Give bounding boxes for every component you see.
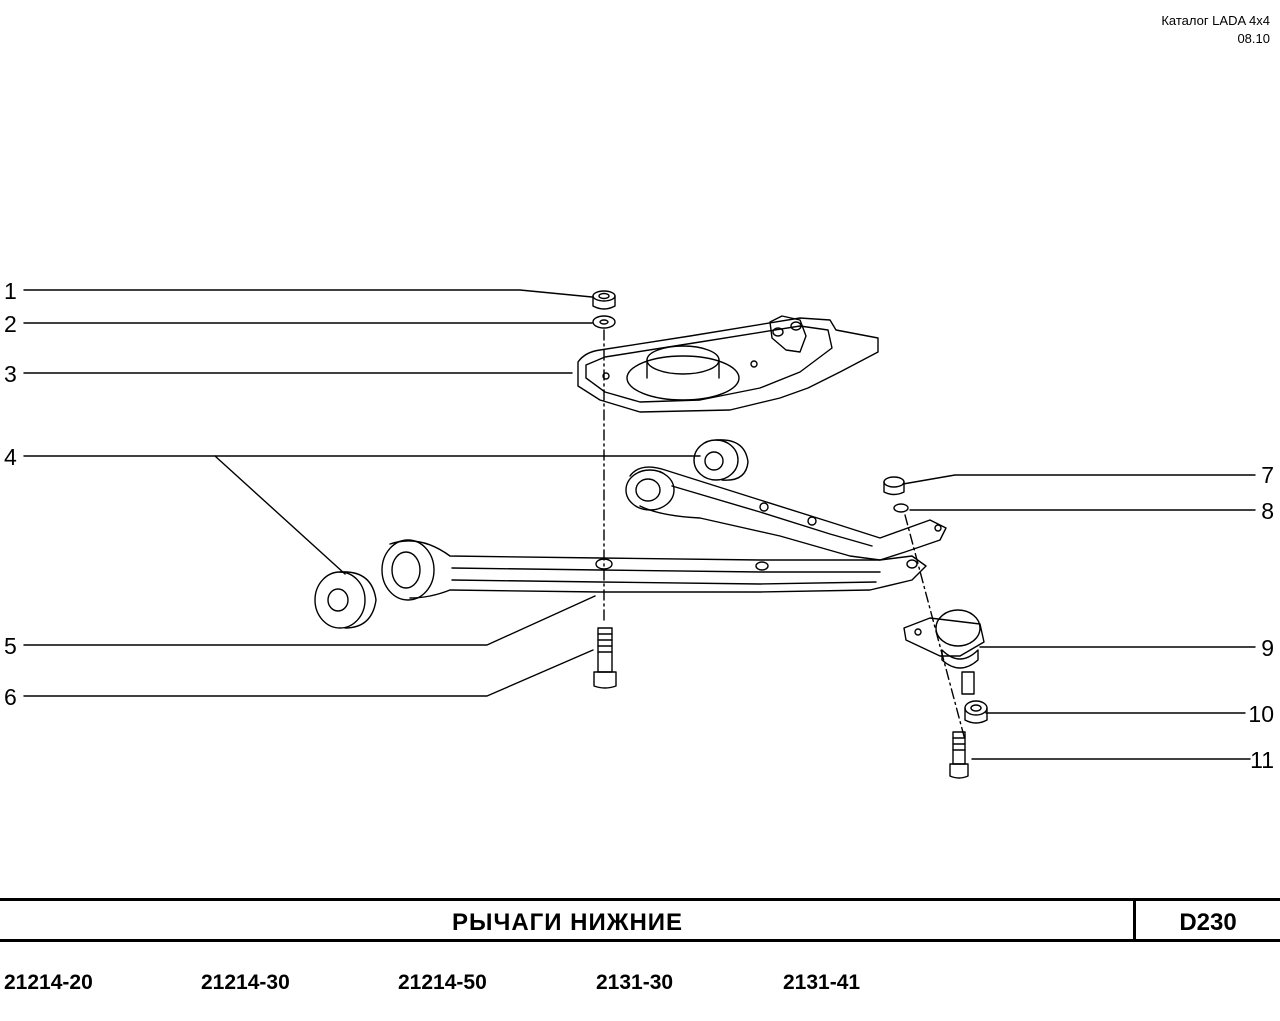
- bushing-part-4a: [693, 439, 749, 481]
- callout-8: 8: [1261, 498, 1274, 524]
- model-code: 21214-30: [201, 971, 290, 994]
- nut-part-1: [592, 290, 616, 310]
- ball-joint-part-9: [903, 609, 985, 695]
- arm-part-upper: [625, 466, 947, 561]
- axis-line: [904, 514, 966, 741]
- nut-part-10: [964, 700, 988, 724]
- callout-3: 3: [4, 361, 17, 387]
- leader-line-1: [23, 289, 593, 298]
- model-code: 21214-50: [398, 971, 487, 994]
- nut-part-7: [883, 476, 905, 496]
- bushing-part-4b: [314, 571, 377, 629]
- callout-11: 11: [1250, 747, 1274, 773]
- callout-4: 4: [4, 444, 17, 470]
- callout-1: 1: [4, 278, 17, 304]
- callout-7: 7: [1261, 462, 1274, 488]
- leader-line-5: [23, 595, 596, 646]
- catalog-label: Каталог LADA 4x4: [1161, 13, 1270, 28]
- parts-diagram: [23, 289, 1256, 779]
- title-divider: [1133, 901, 1136, 939]
- leader-line-7: [902, 474, 1256, 485]
- callout-9: 9: [1261, 635, 1274, 661]
- section-code: D230: [1179, 909, 1237, 936]
- catalog-date: 08.10: [1237, 31, 1270, 46]
- callout-6: 6: [4, 684, 17, 710]
- page-title: РЫЧАГИ НИЖНИЕ: [451, 909, 684, 936]
- leader-line-6: [23, 649, 594, 697]
- washer-part-2: [592, 315, 616, 329]
- bolt-part-6: [593, 627, 617, 689]
- model-code: 2131-41: [783, 971, 861, 994]
- leader-line-4b: [214, 455, 346, 575]
- callout-2: 2: [4, 311, 17, 337]
- title-bar: РЫЧАГИ НИЖНИЕ D230: [0, 898, 1280, 942]
- arm-part-5: [381, 539, 927, 601]
- bracket-part-3: [577, 315, 879, 413]
- model-code: 2131-30: [596, 971, 674, 994]
- callout-10: 10: [1248, 701, 1274, 727]
- bolt-part-11: [949, 731, 969, 779]
- model-code: 21214-20: [4, 971, 93, 994]
- callout-5: 5: [4, 633, 17, 659]
- washer-part-8: [893, 503, 909, 513]
